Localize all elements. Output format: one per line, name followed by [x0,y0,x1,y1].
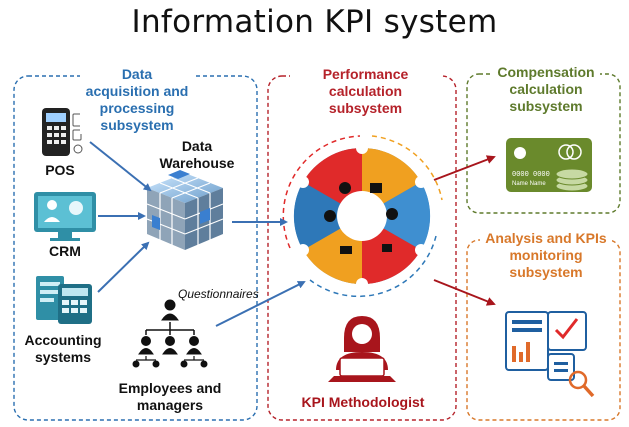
questionnaires-label: Questionnaires [178,287,259,301]
pos-terminal-icon [42,108,83,156]
analysis-subsystem-title: Analysis and KPIs monitoring subsystem [480,230,612,281]
methodologist-icon [328,316,396,382]
card-name: Name Name [512,181,546,187]
compensation-subsystem-title: Compensation calculation subsystem [492,64,600,115]
performance-subsystem-title: Performance calculation subsystem [290,66,441,117]
acquisition-subsystem-title: Data acquisition and processing subsyste… [80,66,194,134]
warehouse-label: Data Warehouse [159,138,235,171]
crm-label: CRM [49,243,81,259]
card-number: 0000 0000 [512,171,550,179]
data-cube-icon [146,170,224,250]
crm-monitor-icon [34,192,96,241]
accounting-label: Accounting systems [24,332,102,365]
gear-puzzle-icon [282,135,443,298]
page-title: Information KPI system [131,4,498,40]
flow-arrows [89,141,306,327]
org-chart-icon [132,299,208,368]
report-icon [505,311,595,398]
accounting-icon [36,276,92,324]
credit-card-icon: 0000 0000 Name Name [506,138,592,192]
methodologist-label: KPI Methodologist [301,394,425,410]
pos-label: POS [45,162,75,178]
employees-label: Employees and managers [118,380,222,413]
